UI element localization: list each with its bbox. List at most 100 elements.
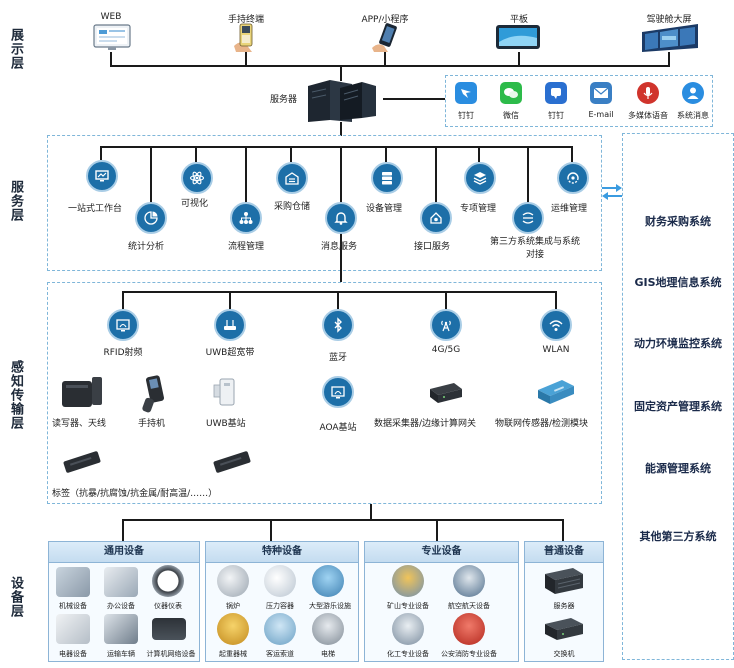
device-group-title-common: 普通设备 xyxy=(525,542,603,563)
flow-icon xyxy=(230,202,262,234)
device-group-title-professional: 专业设备 xyxy=(365,542,518,563)
chemical-equipment-icon xyxy=(392,613,424,645)
wifi-icon xyxy=(540,309,572,341)
device-group-title-general: 通用设备 xyxy=(49,542,199,563)
device-label-switch: 交换机 xyxy=(553,650,575,658)
layers-icon xyxy=(464,162,496,194)
crane-icon xyxy=(217,613,249,645)
pie-chart-icon xyxy=(135,202,167,234)
aerospace-equipment-icon xyxy=(453,565,485,597)
boiler-icon xyxy=(217,565,249,597)
signal-tower-icon xyxy=(430,309,462,341)
service-label-flow: 流程管理 xyxy=(228,242,265,252)
elevator-icon xyxy=(312,613,344,645)
service-label-stats: 统计分析 xyxy=(128,242,165,252)
device-group-professional: 专业设备 xyxy=(364,541,519,662)
device-label-aerospace: 航空航天设备 xyxy=(448,602,490,610)
device-label-pressure: 压力容器 xyxy=(266,602,294,610)
system-finance: 财务采购系统 xyxy=(645,215,711,228)
service-label-warehouse: 采购仓储 xyxy=(274,202,311,212)
system-gis: GIS地理信息系统 xyxy=(634,276,722,289)
transport-label-rfid: RFID射频 xyxy=(103,348,143,358)
device-label-fire: 公安消防专业设备 xyxy=(441,650,497,658)
device-label-network: 计算机网络设备 xyxy=(146,650,196,658)
service-layer-box xyxy=(47,135,602,271)
device-label-aoa: AOA基站 xyxy=(319,423,357,433)
device-label-mining: 矿山专业设备 xyxy=(387,602,429,610)
device-label-handheld: 手持机 xyxy=(138,419,166,429)
network-switch-icon xyxy=(152,618,186,640)
user-info-icon xyxy=(682,82,704,104)
device-label-collector: 数据采集器/边缘计算网关 xyxy=(374,419,477,429)
machine-equipment-icon xyxy=(56,567,90,597)
bidirectional-arrow-icon xyxy=(602,184,622,200)
uwb-base-station-icon xyxy=(213,378,235,406)
workbench-icon xyxy=(86,160,118,192)
notif-label-dingtalk: 钉钉 xyxy=(458,111,474,120)
big-screen-icon xyxy=(642,24,698,52)
device-group-common: 普通设备 xyxy=(524,541,604,662)
service-label-special: 专项管理 xyxy=(460,204,497,214)
service-label-workbench: 一站式工作台 xyxy=(68,204,123,214)
server-rack-icon xyxy=(308,80,376,122)
aoa-station-icon xyxy=(322,376,354,408)
layer-label-device: 设备层 xyxy=(8,576,23,618)
wechat-icon xyxy=(500,82,522,104)
service-label-visual: 可视化 xyxy=(181,199,209,209)
device-label-amusement: 大型游乐设施 xyxy=(309,602,351,610)
smartphone-icon xyxy=(372,23,397,52)
transport-label-4g5g: 4G/5G xyxy=(431,345,461,355)
server-cabinet-icon xyxy=(545,568,583,594)
notif-label-wechat: 微信 xyxy=(503,111,519,120)
service-label-message: 消息服务 xyxy=(321,242,358,252)
notif-label-sysmsg: 系统消息 xyxy=(677,111,709,120)
mining-equipment-icon xyxy=(392,565,424,597)
device-label-office: 办公设备 xyxy=(107,602,135,610)
rfid-reader-icon xyxy=(62,377,102,407)
dingtalk-msg-icon xyxy=(545,82,567,104)
server-label: 服务器 xyxy=(270,95,298,105)
device-label-boiler: 锅炉 xyxy=(226,602,240,610)
electrical-equipment-icon xyxy=(56,614,90,644)
cableway-icon xyxy=(264,613,296,645)
display-label-bigscreen: 驾驶舱大屏 xyxy=(646,15,692,25)
notif-label-voice: 多媒体语音 xyxy=(628,111,668,120)
switch-icon xyxy=(545,618,583,640)
service-label-ops: 运维管理 xyxy=(551,204,588,214)
edge-gateway-icon xyxy=(430,383,462,403)
transport-label-uwb: UWB超宽带 xyxy=(205,348,255,358)
device-label-instrument: 仪器仪表 xyxy=(154,602,182,610)
system-energy: 能源管理系统 xyxy=(645,462,711,475)
transport-label-wlan: WLAN xyxy=(542,345,570,355)
display-label-app: APP/小程序 xyxy=(361,15,409,25)
gauge-icon xyxy=(152,565,184,597)
display-label-web: WEB xyxy=(100,12,122,22)
handheld-scanner-icon xyxy=(142,375,164,413)
device-label-crane: 起重器械 xyxy=(219,650,247,658)
rfid-icon xyxy=(107,309,139,341)
transport-layer-box xyxy=(47,282,602,504)
service-label-device: 设备管理 xyxy=(366,204,403,214)
device-label-cableway: 客运索道 xyxy=(266,650,294,658)
device-label-tags: 标签（抗暴/抗腐蚀/抗金属/耐高温/……） xyxy=(52,489,218,499)
microphone-icon xyxy=(637,82,659,104)
device-label-server: 服务器 xyxy=(553,602,575,610)
layer-label-transport: 感知传输层 xyxy=(8,360,23,430)
notification-box xyxy=(445,75,713,127)
device-group-title-special: 特种设备 xyxy=(206,542,358,563)
bell-icon xyxy=(325,202,357,234)
office-equipment-icon xyxy=(104,567,138,597)
system-other: 其他第三方系统 xyxy=(639,530,717,543)
iot-sensor-icon xyxy=(538,380,574,404)
router-icon xyxy=(214,309,246,341)
display-bus-line xyxy=(110,65,670,67)
integration-icon xyxy=(512,202,544,234)
tablet-icon xyxy=(496,25,540,49)
system-fixed-asset: 固定资产管理系统 xyxy=(634,400,722,413)
monitor-icon xyxy=(93,24,131,50)
transport-label-bluetooth: 蓝牙 xyxy=(328,353,348,363)
device-label-iot-sensor: 物联网传感器/检测模块 xyxy=(495,419,589,429)
truck-icon xyxy=(104,614,138,644)
cycle-icon xyxy=(557,162,589,194)
device-label-elevator: 电梯 xyxy=(321,650,335,658)
